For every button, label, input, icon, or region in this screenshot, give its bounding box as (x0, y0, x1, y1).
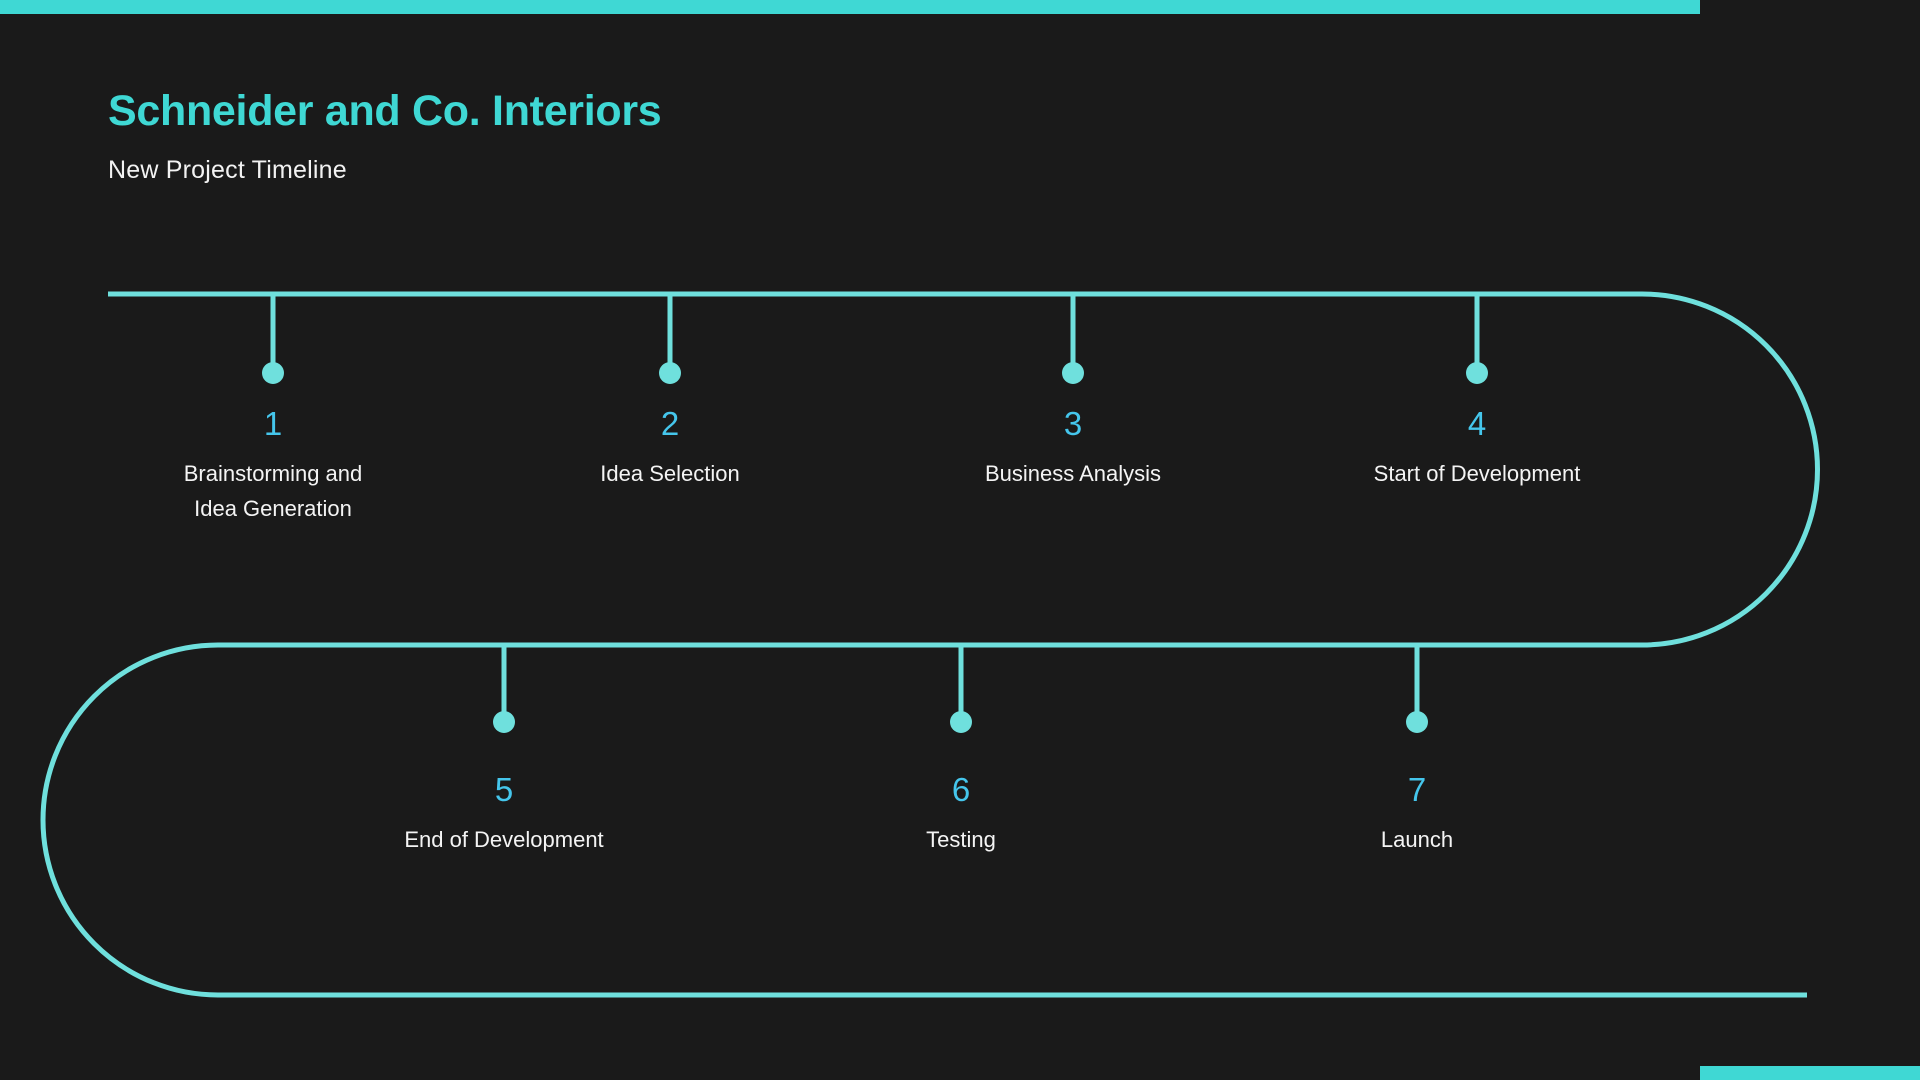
milestone-stem-icon (1474, 294, 1480, 373)
milestone-number: 3 (1063, 405, 1083, 442)
milestone-stem-icon (667, 294, 673, 373)
milestone-number: 1 (263, 405, 283, 442)
milestone-1[interactable]: 1 Brainstorming and Idea Generation (113, 294, 433, 554)
milestone-stem-icon (1414, 645, 1420, 722)
milestone-label-line1: Idea Selection (600, 461, 740, 486)
milestone-number: 2 (660, 405, 680, 442)
milestone-number: 7 (1407, 771, 1427, 808)
milestone-stem-icon (958, 645, 964, 722)
header-block: Schneider and Co. Interiors New Project … (108, 87, 1308, 185)
top-accent-bar (0, 0, 1700, 14)
milestone-4[interactable]: 4 Start of Development (1317, 294, 1637, 554)
milestone-dot-icon (1406, 711, 1428, 733)
milestone-label-line1: Launch (1380, 827, 1454, 852)
milestone-3[interactable]: 3 Business Analysis (913, 294, 1233, 554)
milestone-6[interactable]: 6 Testing (801, 645, 1121, 905)
milestone-dot-icon (1466, 362, 1488, 384)
milestone-label-line1: Testing (926, 827, 996, 852)
bottom-accent-bar (1700, 1066, 1920, 1080)
milestone-stem-icon (501, 645, 507, 722)
milestone-label-line1: Start of Development (1373, 461, 1581, 486)
milestone-label-line1: Business Analysis (984, 461, 1162, 486)
milestone-stem-icon (270, 294, 276, 373)
milestone-dot-icon (262, 362, 284, 384)
milestone-number: 6 (951, 771, 971, 808)
milestone-label-line1: End of Development (404, 827, 604, 852)
milestone-number: 5 (494, 771, 514, 808)
page-subtitle: New Project Timeline (108, 156, 347, 185)
milestone-7[interactable]: 7 Launch (1257, 645, 1577, 905)
milestone-number: 4 (1467, 405, 1487, 442)
milestone-dot-icon (659, 362, 681, 384)
page-title: Schneider and Co. Interiors (108, 87, 662, 135)
milestone-2[interactable]: 2 Idea Selection (510, 294, 830, 554)
milestone-label-line1: Brainstorming and (183, 461, 363, 486)
milestone-dot-icon (493, 711, 515, 733)
milestone-5[interactable]: 5 End of Development (344, 645, 664, 905)
milestone-dot-icon (950, 711, 972, 733)
milestone-dot-icon (1062, 362, 1084, 384)
milestone-stem-icon (1070, 294, 1076, 373)
milestone-label-line2: Idea Generation (194, 496, 352, 521)
